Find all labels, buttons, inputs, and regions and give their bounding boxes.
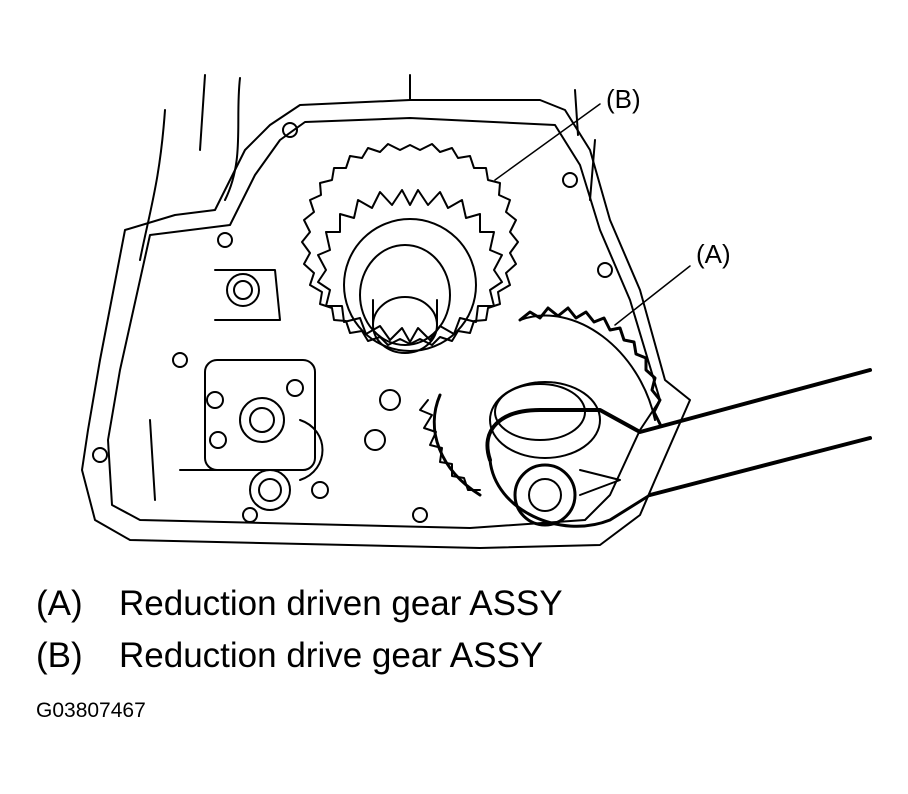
housing-outline xyxy=(81,99,691,549)
break-line-left xyxy=(139,74,241,261)
figure-id: G03807467 xyxy=(36,699,146,722)
leader-line-b xyxy=(494,103,601,181)
leader-line-a xyxy=(614,265,691,326)
legend-key: (B) xyxy=(36,636,83,675)
legend-description: Reduction drive gear ASSY xyxy=(119,636,544,675)
socket-wrench xyxy=(485,368,872,528)
callout-label-b: (B) xyxy=(606,84,641,114)
transmission-gear-illustration xyxy=(81,74,872,549)
callout-label-a: (A) xyxy=(696,239,731,269)
break-line-top xyxy=(409,74,596,201)
housing-inner-outline xyxy=(107,117,661,529)
legend-description: Reduction driven gear ASSY xyxy=(119,584,563,623)
housing-components-left xyxy=(149,269,401,511)
drive-gear-b xyxy=(301,143,519,354)
legend-key: (A) xyxy=(36,584,83,623)
